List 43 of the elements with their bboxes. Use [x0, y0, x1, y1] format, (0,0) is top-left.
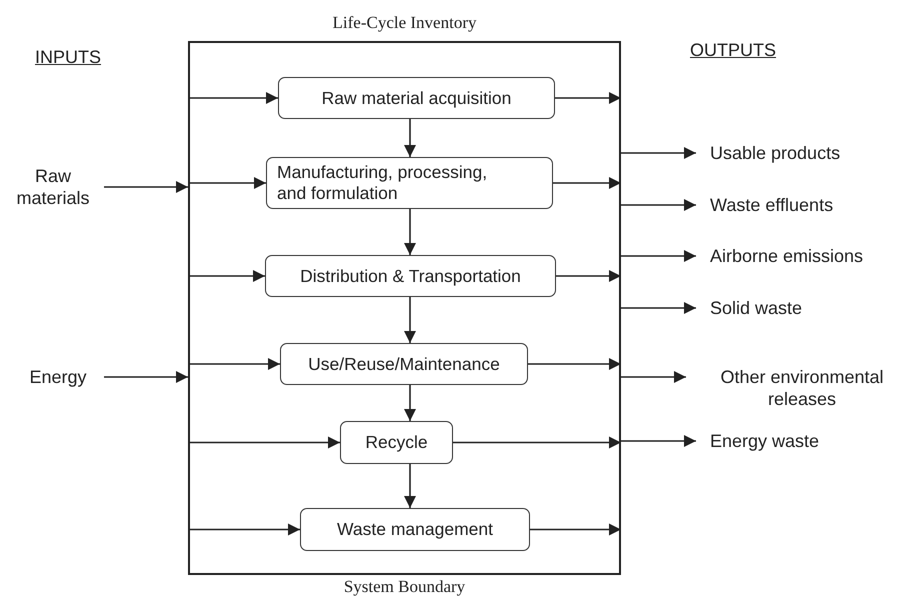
- flow-label: Usable products: [710, 142, 890, 164]
- arrow: [555, 92, 621, 104]
- arrow: [404, 297, 416, 343]
- arrow: [104, 371, 188, 383]
- process-box: Manufacturing, processing, and formulation: [266, 157, 553, 209]
- flow-label: Solid waste: [710, 297, 890, 319]
- arrow: [188, 524, 300, 536]
- arrow: [621, 371, 686, 383]
- arrow: [188, 92, 278, 104]
- arrow: [530, 524, 621, 536]
- section-heading: INPUTS: [35, 47, 102, 68]
- arrow: [188, 177, 266, 189]
- flow-label: Airborne emissions: [710, 245, 902, 267]
- flow-label: Raw materials: [8, 165, 98, 209]
- arrow: [404, 119, 416, 157]
- process-box: Waste management: [300, 508, 530, 551]
- arrow: [453, 436, 621, 448]
- section-heading: OUTPUTS: [690, 40, 776, 61]
- arrow: [404, 464, 416, 508]
- diagram-heading: Life-Cycle Inventory: [332, 13, 478, 33]
- process-box: Use/Reuse/Maintenance: [280, 343, 528, 385]
- process-box: Distribution & Transportation: [265, 255, 556, 297]
- arrow: [553, 177, 621, 189]
- arrow: [188, 358, 280, 370]
- arrow: [528, 358, 621, 370]
- arrow: [621, 302, 696, 314]
- flow-label: Energy: [18, 366, 98, 388]
- arrow: [621, 250, 696, 262]
- boundary-caption: System Boundary: [342, 577, 466, 597]
- arrow: [621, 199, 696, 211]
- arrow: [621, 147, 696, 159]
- arrow: [404, 385, 416, 421]
- arrow: [188, 270, 265, 282]
- process-box: Recycle: [340, 421, 453, 464]
- arrow: [556, 270, 621, 282]
- flow-label: Waste effluents: [710, 194, 890, 216]
- arrow: [621, 435, 696, 447]
- process-box: Raw material acquisition: [278, 77, 555, 119]
- flow-label: Other environmental releases: [700, 366, 904, 410]
- arrow: [404, 209, 416, 255]
- arrow: [104, 181, 188, 193]
- flow-label: Energy waste: [710, 430, 890, 452]
- arrow: [188, 436, 340, 448]
